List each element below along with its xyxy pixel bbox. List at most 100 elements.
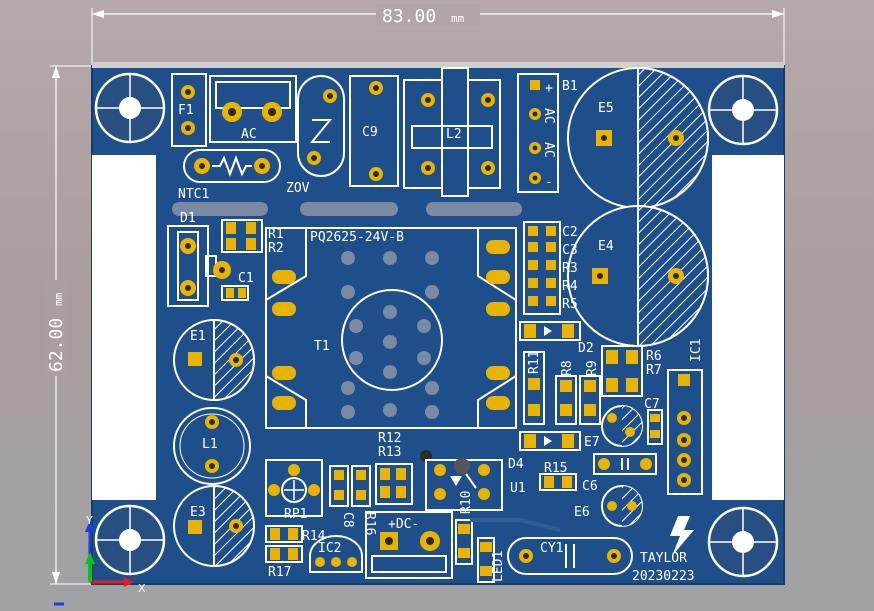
b1-plus: + [545, 81, 553, 96]
ac-terminal: AC [209, 75, 297, 143]
d4-label: D4 [508, 457, 524, 472]
r4-label: R4 [562, 279, 578, 294]
ic2-regulator: IC2 [309, 535, 363, 573]
r13-label: R13 [378, 445, 401, 460]
axis-y-label: Y [85, 514, 93, 527]
height-value: 62.00 [46, 318, 67, 372]
resistor-r15: R15 [539, 461, 577, 491]
e4-label: E4 [598, 239, 614, 254]
resistors-r11-r8-r9: R11 R8 R9 [523, 351, 601, 425]
transformer-model-label: PQ2625-24V-B [310, 230, 404, 245]
r6-label: R6 [646, 349, 662, 364]
capacitor-e1: E1 [173, 318, 255, 402]
mount-hole-br [707, 506, 779, 578]
c8-label: C8 [340, 512, 355, 528]
rp1-label: RP1 [284, 507, 307, 522]
slot-2 [300, 202, 398, 216]
r1-label: R1 [268, 227, 284, 242]
ac-label: AC [241, 127, 257, 142]
capacitor-e4: E4 [567, 204, 709, 348]
t1-label: T1 [314, 339, 330, 354]
mount-hole-tl [94, 72, 166, 144]
resistors-r14-r17: R14 R17 [265, 525, 326, 580]
resistor-r1-r2: R1 R2 [221, 219, 284, 256]
thermistor-ntc1: NTC1 [178, 149, 281, 202]
capacitor-c7: C7 [644, 397, 663, 445]
c7-label: C7 [644, 397, 660, 412]
capacitor-e6: E6 [574, 485, 643, 527]
r12-label: R12 [378, 431, 401, 446]
b1-ac2: AC [541, 142, 556, 158]
dc-label: +DC- [388, 517, 419, 532]
d2-label: D2 [578, 341, 594, 356]
trimmer-rp1: RP1 [265, 459, 323, 522]
inductor-l2: L2 [403, 67, 501, 197]
c9-label: C9 [362, 125, 378, 140]
e5-label: E5 [598, 101, 614, 116]
c1-label: C1 [238, 271, 254, 286]
mount-hole-tr [707, 74, 779, 146]
right-slot [712, 155, 784, 500]
capacitor-e5: E5 [567, 66, 709, 210]
bridge-b1: B1 + AC AC - [517, 73, 578, 193]
lightning-logo-icon [670, 516, 694, 556]
width-unit: mm [451, 12, 465, 25]
r10-label: R10 [459, 491, 474, 514]
resistors-r12-r13 [375, 463, 413, 505]
diode-d2: D2 [519, 321, 594, 356]
axis-x-label: X [138, 582, 146, 595]
e7-label: E7 [584, 435, 600, 450]
height-unit: mm [52, 292, 65, 306]
capacitor-c1: C1 [213, 261, 254, 301]
optocoupler-u1: D4 U1 [425, 457, 526, 511]
capacitor-c9: C9 [349, 75, 399, 187]
transformer-t1: PQ2625-24V-B T1 [265, 227, 517, 429]
r17-label: R17 [268, 565, 291, 580]
b1-label: B1 [562, 79, 578, 94]
capacitor-e3: E3 [173, 484, 255, 568]
r9-label: R9 [585, 360, 600, 376]
resistors-r6-r7: R6 R7 [601, 345, 662, 397]
r15-label: R15 [544, 461, 567, 476]
e1-label: E1 [190, 329, 206, 344]
axis-gizmo: Y X [54, 514, 146, 606]
ntc1-label: NTC1 [178, 187, 209, 202]
e3-label: E3 [190, 505, 206, 520]
dimension-width: 83.00 mm [91, 4, 785, 66]
r11-label: R11 [527, 351, 542, 374]
b1-ac1: AC [541, 108, 556, 124]
l2-label: L2 [446, 127, 462, 142]
f1-label: F1 [178, 103, 194, 118]
r7-label: R7 [646, 363, 662, 378]
r16-label: R16 [362, 512, 377, 535]
capacitor-cy1: CY1 [507, 537, 633, 575]
capacitor-c6: C6 [582, 453, 657, 494]
r8-label: R8 [560, 360, 575, 376]
led1-label: LED1 [491, 551, 506, 582]
r2-label: R2 [268, 241, 284, 256]
dc-output-terminal: +DC- [365, 511, 453, 579]
author-label: TAYLOR [640, 551, 687, 566]
d1-label: D1 [180, 211, 196, 226]
r3-label: R3 [562, 261, 578, 276]
width-value: 83.00 [382, 6, 436, 27]
date-label: 20230223 [632, 569, 695, 584]
l1-label: L1 [202, 437, 218, 452]
e6-label: E6 [574, 505, 590, 520]
trace [470, 518, 561, 532]
b1-minus: - [545, 175, 553, 190]
slot-3 [426, 202, 522, 216]
inductor-l1: L1 [173, 407, 251, 485]
c6-label: C6 [582, 479, 598, 494]
varistor-zov: ZOV [286, 75, 345, 196]
smd-c8-r16: C8 R16 [329, 465, 377, 535]
u1-label: U1 [510, 481, 526, 496]
smd-column-c2-r5: C2 C3 R3 R4 R5 [523, 221, 578, 315]
ic1-regulator: IC1 [667, 339, 704, 495]
zov-label: ZOV [286, 181, 310, 196]
slot-1 [172, 202, 268, 216]
dimension-height: 62.00 mm [44, 65, 92, 585]
ic1-label: IC1 [689, 339, 704, 362]
